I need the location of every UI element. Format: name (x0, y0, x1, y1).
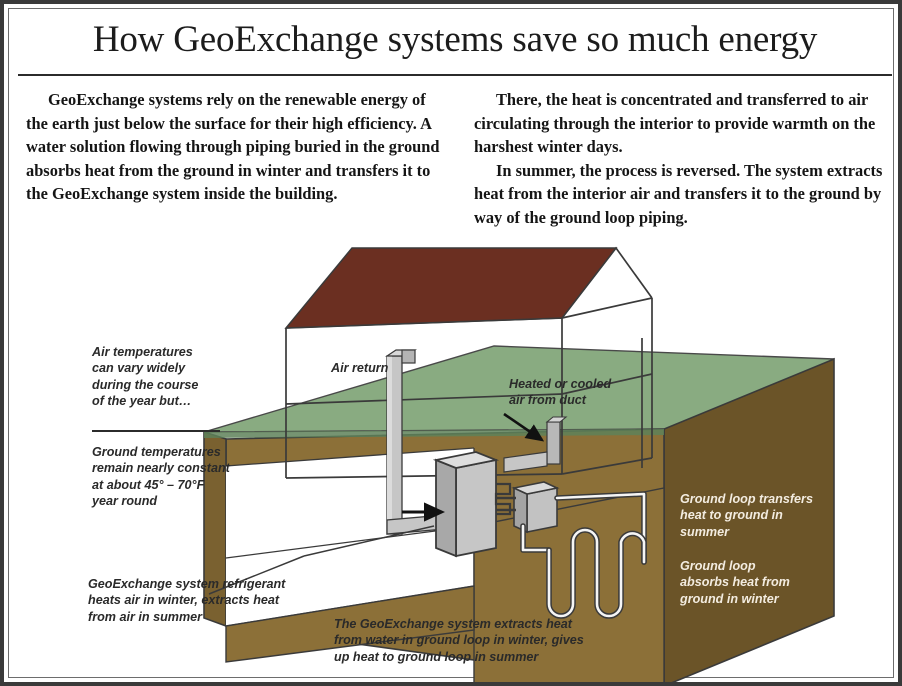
intro-left-column: GeoExchange systems rely on the renewabl… (26, 88, 451, 206)
page-title: How GeoExchange systems save so much ene… (92, 19, 818, 60)
leader-line-refrigerant-2 (303, 525, 435, 557)
annotation-heated-or-cooled: Heated or cooled air from duct (509, 377, 612, 408)
leader-line-refrigerant (208, 555, 305, 595)
supply-duct (503, 412, 568, 473)
annotation-ground-loop-summer: Ground loop transfers heat to ground in … (680, 492, 813, 539)
annotation-air-return: Air return (331, 361, 389, 375)
intro-paragraph: In summer, the process is reversed. The … (474, 160, 883, 227)
annotation-ground-loop-winter: Ground loop absorbs heat from ground in … (680, 559, 790, 606)
annotation-air-temperature: Air temperatures can vary widely during … (92, 345, 199, 409)
intro-paragraph: There, the heat is concentrated and tran… (474, 90, 876, 156)
circulating-pump (496, 481, 560, 534)
title-divider-rule (18, 74, 892, 76)
annotation-refrigerant: GeoExchange system refrigerant heats air… (88, 577, 286, 624)
ground-loop-serpentine-core (547, 528, 646, 618)
intro-right-column: There, the heat is concentrated and tran… (474, 88, 892, 229)
annotation-extracts-heat: The GeoExchange system extracts heat fro… (334, 617, 584, 664)
annotation-ground-temperature: Ground temperatures remain nearly consta… (92, 445, 230, 509)
geoexchange-illustration (4, 226, 898, 682)
intro-paragraph: GeoExchange systems rely on the renewabl… (26, 90, 440, 203)
heat-pump-unit (402, 451, 512, 558)
soil-lower-strip (225, 585, 475, 663)
house-roof (284, 247, 618, 329)
annotation-divider-rule (92, 430, 220, 432)
supply-air-arrow (503, 412, 545, 442)
